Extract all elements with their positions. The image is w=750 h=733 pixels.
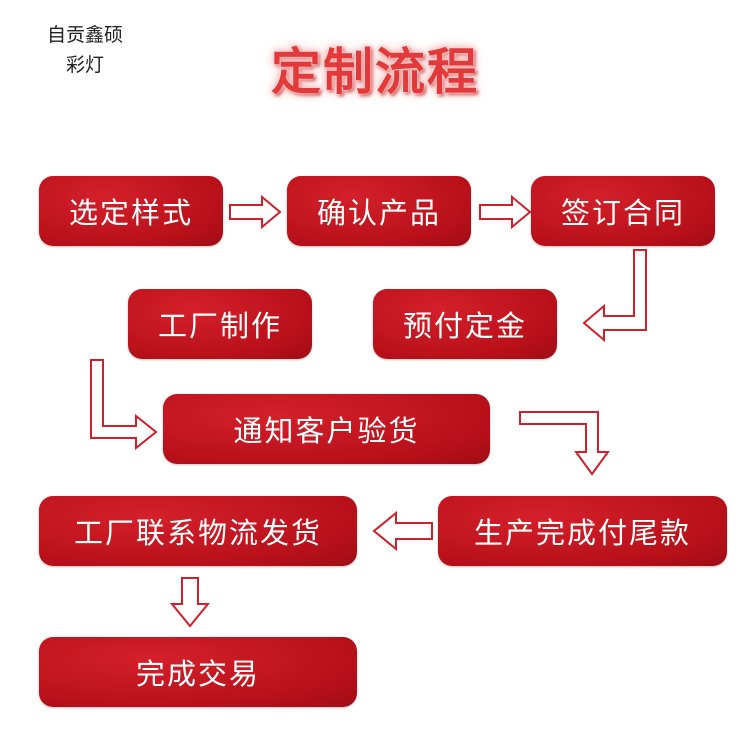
brand-label: 自贡鑫硕 彩灯	[30, 20, 140, 80]
step-label: 预付定金	[402, 309, 527, 343]
arrow-right-icon	[479, 194, 532, 230]
step-confirm-product: 确认产品	[287, 176, 471, 246]
step-label: 完成交易	[135, 657, 260, 691]
brand-line-1: 自贡鑫硕	[46, 24, 123, 46]
arrow-down-right-icon	[90, 359, 158, 451]
step-final-payment: 生产完成付尾款	[438, 496, 727, 566]
step-label: 工厂制作	[157, 309, 282, 343]
step-logistics-shipping: 工厂联系物流发货	[39, 496, 357, 566]
page-title: 定制流程	[271, 43, 479, 101]
arrow-down-icon	[169, 577, 211, 628]
step-sign-contract: 签订合同	[531, 176, 715, 246]
step-prepay-deposit: 预付定金	[373, 289, 557, 359]
arrow-right-down-icon	[519, 411, 610, 476]
step-label: 生产完成付尾款	[473, 516, 691, 550]
brand-line-2: 彩灯	[65, 54, 104, 76]
step-label: 确认产品	[316, 196, 441, 230]
step-notify-inspection: 通知客户验货	[163, 394, 490, 464]
step-label: 选定样式	[68, 196, 193, 230]
arrow-down-left-icon	[582, 249, 647, 343]
step-label: 工厂联系物流发货	[73, 516, 322, 550]
step-label: 签订合同	[560, 196, 685, 230]
arrow-left-icon	[372, 510, 433, 552]
step-label: 通知客户验货	[233, 414, 420, 448]
step-select-style: 选定样式	[39, 176, 223, 246]
step-transaction-complete: 完成交易	[39, 637, 357, 707]
step-factory-production: 工厂制作	[128, 289, 312, 359]
arrow-right-icon	[229, 194, 282, 230]
